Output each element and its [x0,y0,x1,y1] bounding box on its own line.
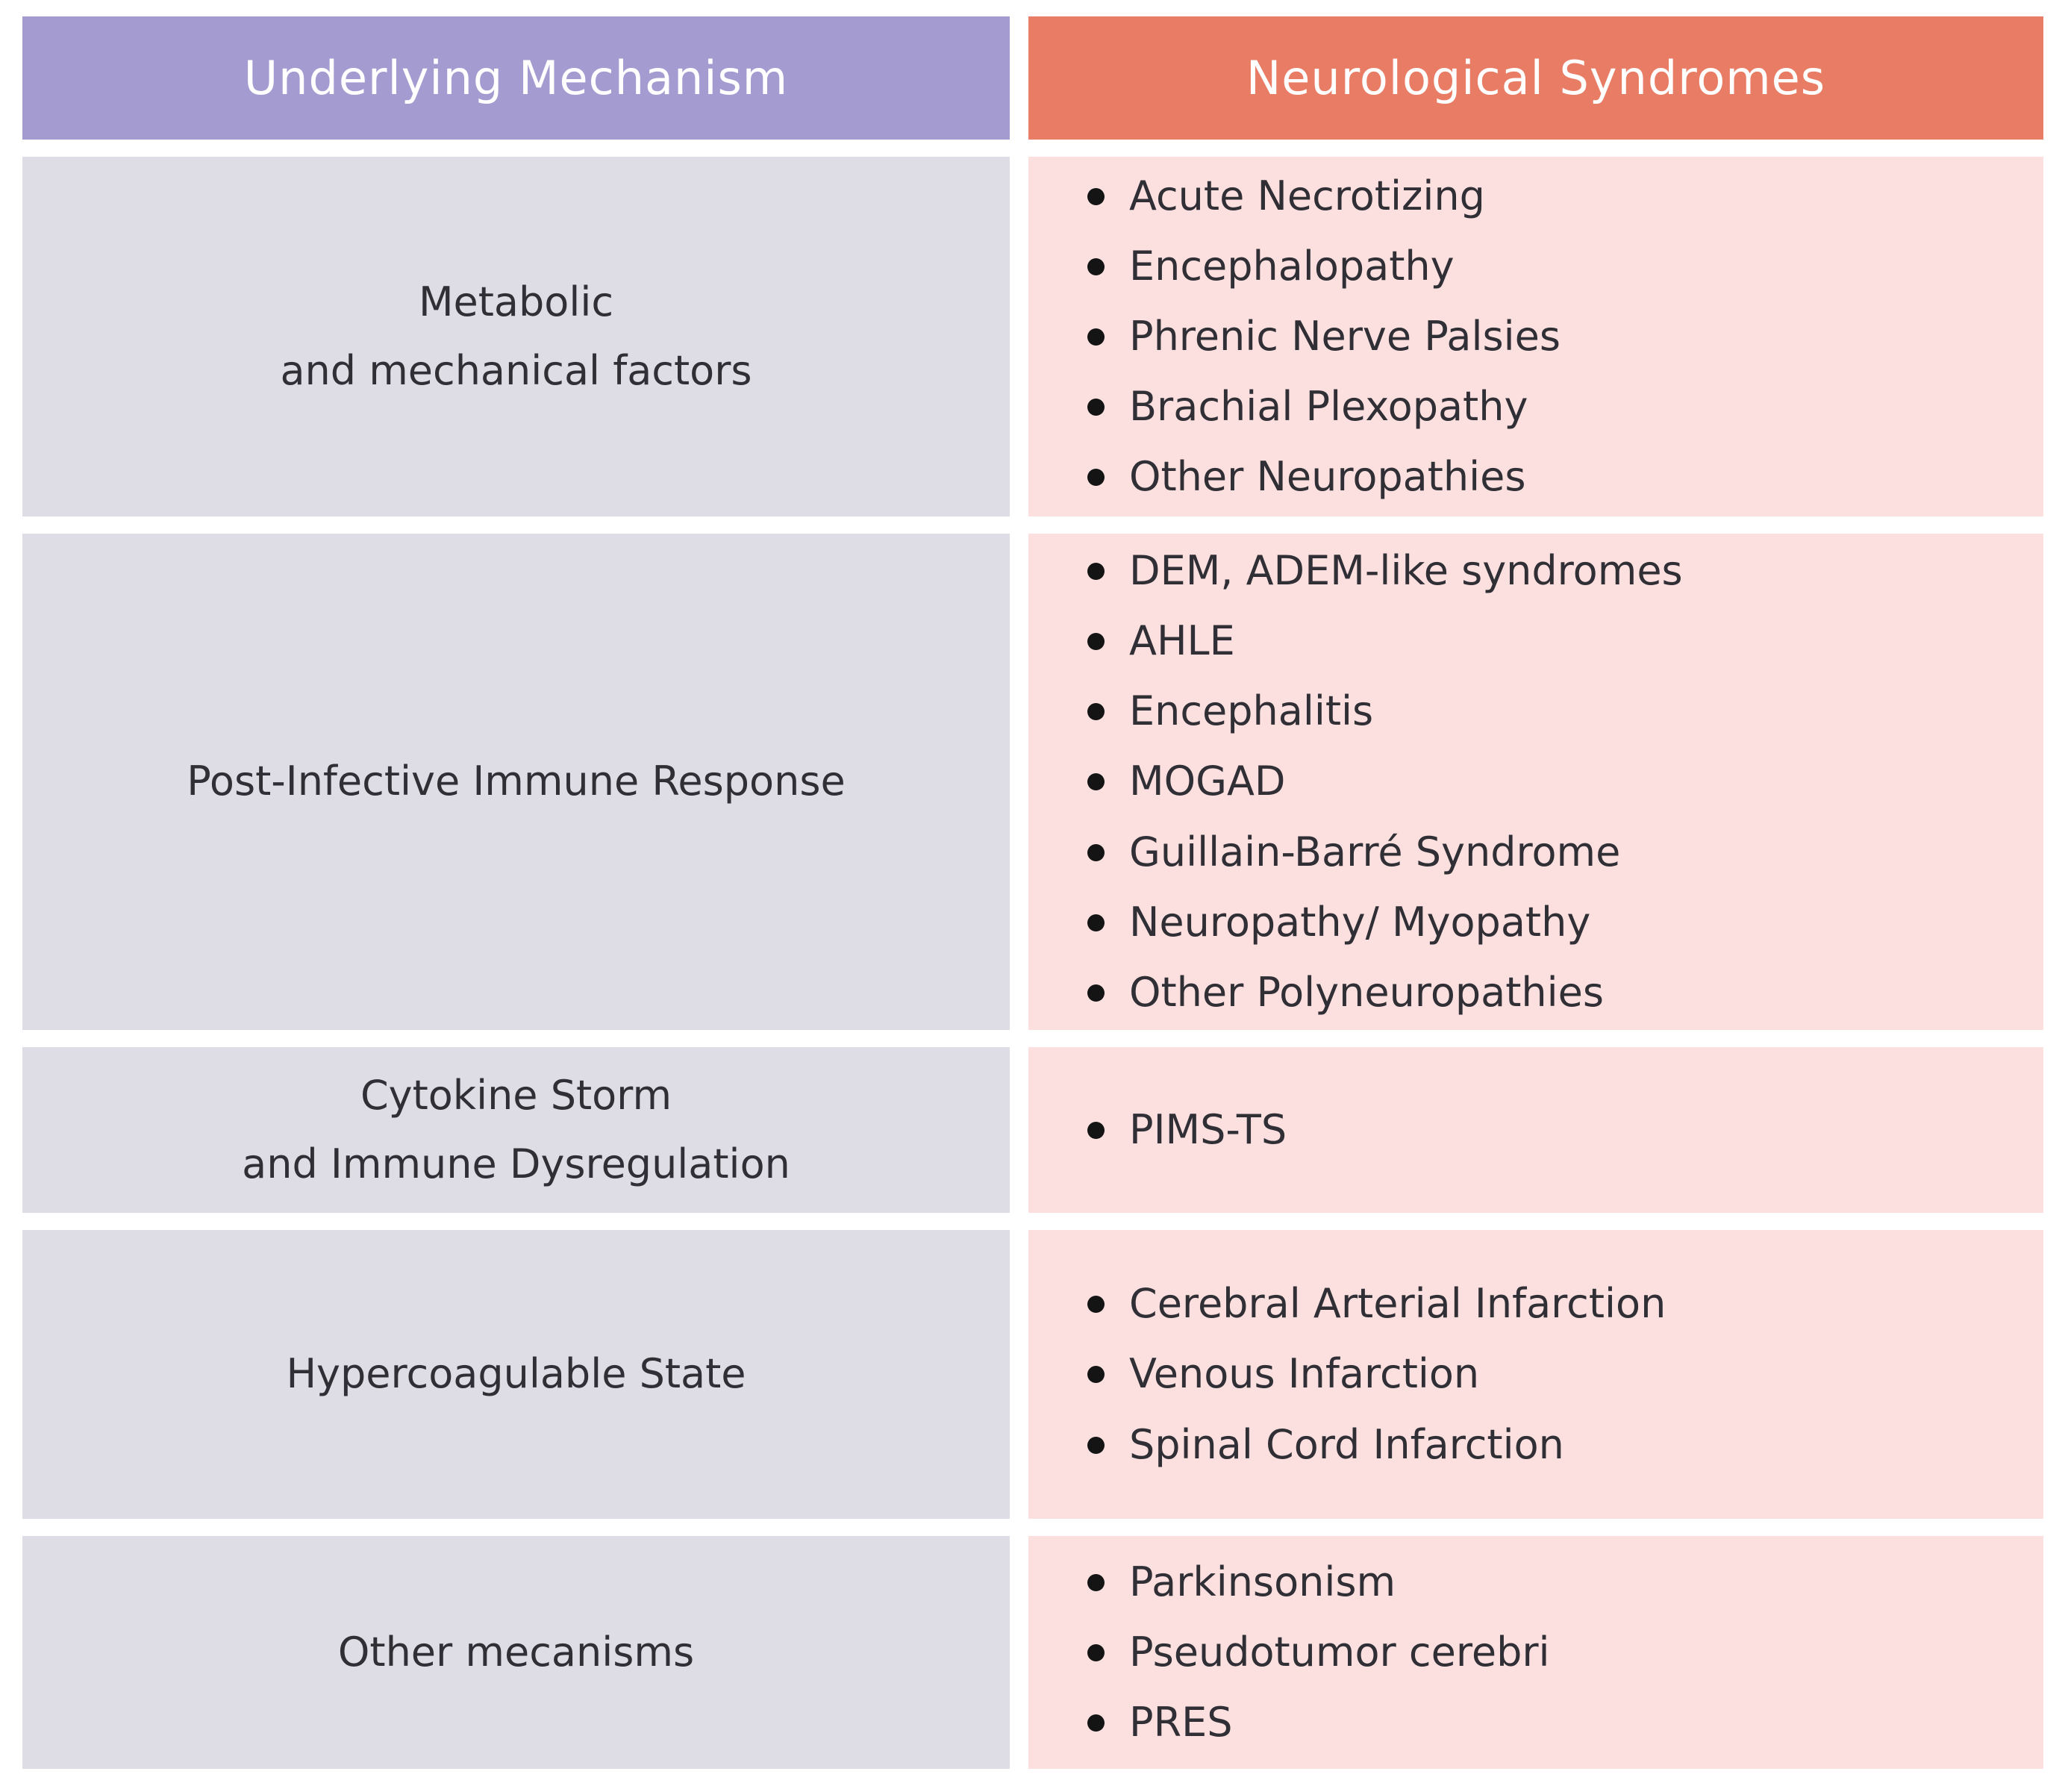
mechanism-cell-cytokine-storm: Cytokine Storm and Immune Dysregulation [22,1047,1010,1213]
syndrome-item: Encephalopathy [1087,243,1561,290]
mechanism-cell-other: Other mecanisms [22,1536,1010,1769]
mechanism-line: Hypercoagulable State [286,1350,746,1398]
mechanism-line: Other mecanisms [337,1628,695,1676]
syndrome-item: PIMS-TS [1087,1105,1287,1153]
mechanism-syndromes-table: Underlying Mechanism Neurological Syndro… [22,16,2043,1769]
mechanism-cell-hypercoagulable: Hypercoagulable State [22,1230,1010,1519]
mechanism-line: and mechanical factors [280,347,752,394]
syndrome-item: DEM, ADEM-like syndromes [1087,547,1683,595]
syndrome-item: Encephalitis [1087,688,1683,734]
syndrome-item: Spinal Cord Infarction [1087,1421,1666,1468]
mechanism-label: Hypercoagulable State [286,1351,746,1397]
mechanism-label: Metabolic and mechanical factors [280,278,752,394]
syndrome-item: AHLE [1087,618,1683,664]
column-header-neurological-syndromes: Neurological Syndromes [1028,16,2043,140]
syndrome-item: Venous Infarction [1087,1351,1666,1397]
syndrome-item: Phrenic Nerve Palsies [1087,312,1561,360]
syndrome-item: Cerebral Arterial Infarction [1087,1280,1666,1328]
mechanism-line: and Immune Dysregulation [242,1140,790,1187]
syndrome-item: Parkinsonism [1087,1558,1550,1605]
syndrome-item: MOGAD [1087,758,1683,805]
syndromes-cell-cytokine-storm: PIMS-TS [1028,1047,2043,1213]
syndrome-item: Other Polyneuropathies [1087,969,1683,1016]
column-header-underlying-mechanism: Underlying Mechanism [22,16,1010,140]
syndrome-item: PRES [1087,1699,1550,1746]
mechanism-line: Post-Infective Immune Response [187,758,846,805]
syndrome-item: Acute Necrotizing [1087,172,1561,219]
syndrome-item: Guillain-Barré Syndrome [1087,828,1683,875]
mechanism-cell-post-infective: Post-Infective Immune Response [22,534,1010,1030]
mechanism-label: Post-Infective Immune Response [187,758,845,805]
mechanism-line: Cytokine Storm [360,1071,672,1119]
mechanism-line: Metabolic [418,278,614,325]
mechanism-label: Cytokine Storm and Immune Dysregulation [242,1071,790,1187]
syndrome-item: Neuropathy/ Myopathy [1087,899,1683,946]
syndrome-item: Other Neuropathies [1087,454,1561,500]
mechanism-cell-metabolic: Metabolic and mechanical factors [22,157,1010,516]
syndrome-item: Brachial Plexopathy [1087,383,1561,430]
syndromes-list: PIMS-TS [1028,1105,1316,1153]
syndrome-item: Pseudotumor cerebri [1087,1628,1550,1676]
mechanism-label: Other mecanisms [338,1629,694,1676]
